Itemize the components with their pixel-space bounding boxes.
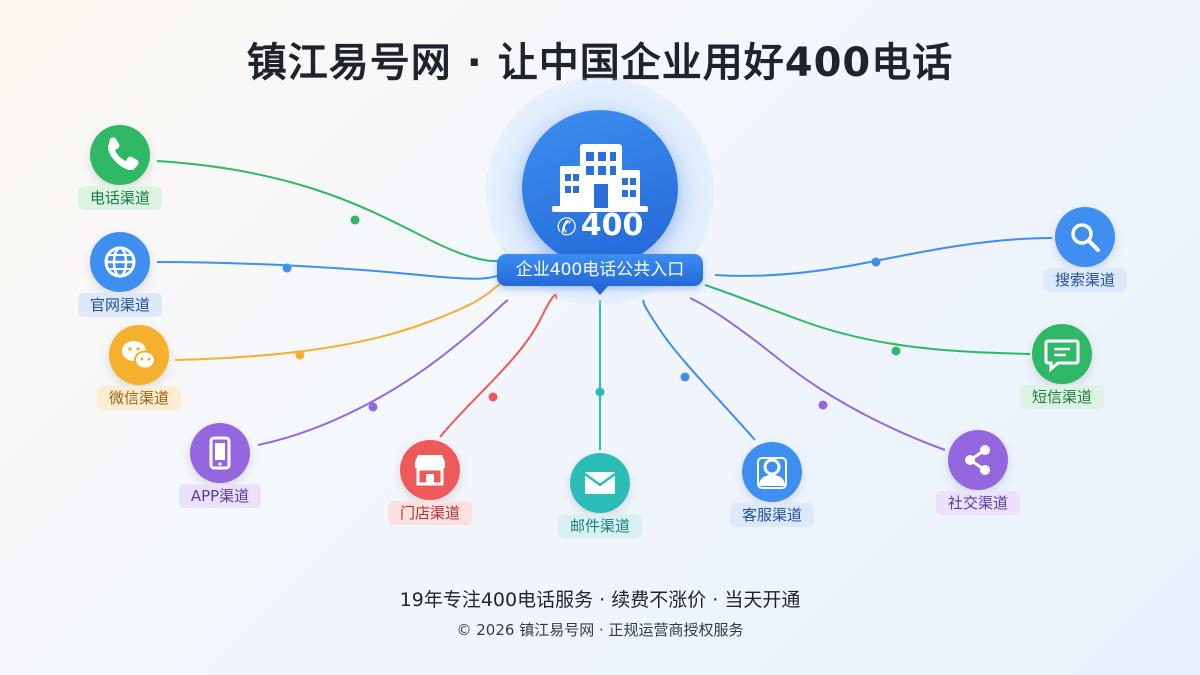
connector-line-8: [689, 297, 946, 451]
channel-label-wrap: 官网渠道: [40, 293, 200, 317]
footer-tagline: 19年专注400电话服务 · 续费不涨价 · 当天开通: [399, 589, 801, 611]
search-icon: [1071, 223, 1100, 252]
channel-label: 邮件渠道: [557, 514, 642, 538]
sms-icon: [1044, 339, 1080, 373]
phone-app-icon-circle: [190, 423, 250, 483]
share-icon-circle: [948, 430, 1008, 490]
mail-icon: [584, 472, 616, 494]
building-icon: [552, 144, 648, 212]
channel-label-wrap: 客服渠道: [692, 503, 852, 527]
portal-badge: 企业400电话公共入口: [497, 254, 703, 286]
footer-copyright: © 2026 镇江易号网 · 正规运营商授权服务: [456, 621, 744, 639]
phone-glyph-icon: ✆: [556, 213, 577, 241]
channel-label: 社交渠道: [935, 491, 1020, 515]
phone-icon-circle: [90, 125, 150, 185]
connector-dot-2: [282, 263, 292, 273]
channel-label-wrap: 门店渠道: [350, 501, 510, 525]
phone-app-icon: [209, 436, 231, 470]
sms-icon-circle: [1032, 324, 1092, 384]
channel-node-3: 微信渠道: [59, 325, 219, 445]
channel-node-4: APP渠道: [140, 423, 300, 543]
channel-label-wrap: 邮件渠道: [520, 514, 680, 538]
store-icon: [415, 455, 445, 486]
connector-line-7: [642, 299, 756, 441]
connector-line-1: [156, 160, 521, 263]
connector-dot-1: [350, 215, 360, 225]
channel-label-wrap: APP渠道: [140, 484, 300, 508]
channel-node-7: 客服渠道: [692, 442, 852, 562]
channel-node-2: 官网渠道: [40, 232, 200, 352]
hub-circle: ✆400: [522, 110, 678, 266]
phone-icon: [107, 137, 139, 171]
connector-line-9: [704, 284, 1031, 355]
channel-label-wrap: 电话渠道: [40, 186, 200, 210]
channel-label: 短信渠道: [1019, 385, 1104, 409]
channel-label-wrap: 微信渠道: [59, 386, 219, 410]
channel-node-1: 电话渠道: [40, 125, 200, 245]
connector-line-2: [156, 261, 509, 280]
channel-label: 客服渠道: [729, 503, 814, 527]
channel-label-wrap: 短信渠道: [982, 385, 1142, 409]
channel-label-wrap: 社交渠道: [898, 491, 1058, 515]
connector-line-10: [714, 237, 1053, 277]
agent-icon: [757, 457, 787, 489]
agent-icon-circle: [742, 442, 802, 502]
portal-badge-pointer: [591, 285, 609, 295]
channel-node-10: 搜索渠道: [1005, 207, 1165, 327]
globe-icon-circle: [90, 232, 150, 292]
connector-dot-6: [595, 387, 605, 397]
channel-label-wrap: 搜索渠道: [1005, 268, 1165, 292]
connector-dot-9: [891, 346, 901, 356]
channel-node-5: 门店渠道: [350, 440, 510, 560]
hub-number: ✆400: [522, 208, 678, 243]
mail-icon-circle: [570, 453, 630, 513]
connector-line-5: [439, 293, 558, 438]
connector-dot-3: [295, 350, 305, 360]
channel-label: APP渠道: [178, 484, 262, 508]
connector-line-3: [174, 283, 501, 361]
hub-number-text: 400: [580, 208, 644, 243]
search-icon-circle: [1055, 207, 1115, 267]
wechat-icon-circle: [109, 325, 169, 385]
store-icon-circle: [400, 440, 460, 500]
connector-dot-7: [680, 372, 690, 382]
connector-dot-8: [818, 400, 828, 410]
channel-label: 官网渠道: [77, 293, 162, 317]
channel-label: 门店渠道: [387, 501, 472, 525]
connector-line-4: [257, 299, 509, 446]
connector-dot-4: [368, 402, 378, 412]
connector-dot-10: [871, 257, 881, 267]
channel-label: 微信渠道: [96, 386, 181, 410]
channel-node-9: 短信渠道: [982, 324, 1142, 444]
channel-label: 搜索渠道: [1042, 268, 1127, 292]
wechat-icon: [122, 341, 156, 370]
channel-node-8: 社交渠道: [898, 430, 1058, 550]
channel-node-6: 邮件渠道: [520, 453, 680, 573]
channel-label: 电话渠道: [77, 186, 162, 210]
share-icon: [965, 445, 990, 475]
connector-dot-5: [488, 392, 498, 402]
globe-icon: [104, 246, 136, 278]
